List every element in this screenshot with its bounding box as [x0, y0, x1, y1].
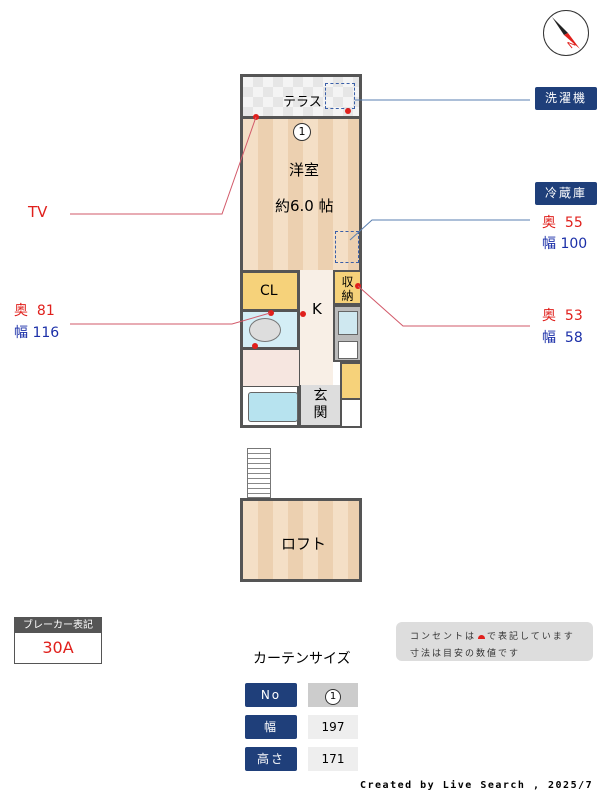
curtain-width-label: 幅 — [245, 715, 297, 739]
western-room-size: 約6.0 帖 — [275, 197, 334, 215]
storage-width: 幅 58 — [542, 330, 583, 346]
loft: ロフト — [240, 498, 362, 582]
closet-label: CL — [260, 283, 278, 299]
outlet-icon — [345, 108, 351, 114]
note-line1-a: コンセントは — [410, 632, 477, 642]
western-room: 1 洋室 約6.0 帖 — [240, 116, 362, 270]
tv-label: TV — [28, 203, 48, 221]
entrance: 玄関 — [300, 385, 340, 428]
fridge-space — [335, 231, 359, 263]
loft-label: ロフト — [281, 535, 327, 553]
washer-label: 洗濯機 — [535, 87, 597, 110]
compass-icon: N — [543, 10, 589, 56]
closet-depth: 奥 81 — [14, 303, 55, 319]
outlet-symbol-icon — [478, 635, 486, 639]
toilet — [240, 312, 300, 350]
closet: CL — [240, 270, 300, 312]
curtain-no-label: No — [245, 683, 297, 707]
footer-credit: Created by Live Search , 2025/7 — [360, 780, 594, 791]
breaker-title: ブレーカー表記 — [15, 618, 101, 633]
entrance-label: 玄関 — [313, 388, 328, 421]
fridge-width: 幅 100 — [542, 236, 588, 252]
western-room-label: 洋室 — [289, 161, 320, 179]
outlet-icon — [300, 311, 306, 317]
storage-label: 収納 — [341, 275, 354, 303]
shoe-box — [340, 362, 362, 400]
curtain-no-value: 1 — [308, 683, 358, 707]
curtain-height-value: 171 — [308, 747, 358, 771]
note-box: コンセントはで表記しています 寸法は目安の数値です — [396, 622, 593, 661]
closet-width: 幅 116 — [14, 325, 60, 341]
kitchen-sink-stove — [333, 305, 362, 362]
bathroom — [240, 386, 300, 428]
breaker-value: 30A — [42, 638, 74, 657]
ladder — [247, 448, 271, 498]
note-line1-b: で表記しています — [487, 632, 575, 642]
storage: 収納 — [333, 270, 362, 305]
fridge-depth: 奥 55 — [542, 215, 583, 231]
curtain-height-label: 高さ — [245, 747, 297, 771]
kitchen-label: K — [312, 300, 322, 318]
washroom — [240, 350, 300, 386]
washer-space — [325, 83, 355, 109]
curtain-width-value: 197 — [308, 715, 358, 739]
terrace: テラス — [240, 74, 362, 116]
outer-right — [340, 400, 362, 428]
window-number: 1 — [293, 123, 311, 141]
kitchen-area: K — [300, 270, 333, 385]
fridge-label: 冷蔵庫 — [535, 182, 597, 205]
curtain-title: カーテンサイズ — [253, 651, 351, 667]
breaker-box: ブレーカー表記 30A — [14, 617, 102, 664]
note-line2: 寸法は目安の数値です — [410, 649, 521, 659]
outlet-icon — [252, 343, 258, 349]
storage-depth: 奥 53 — [542, 308, 583, 324]
outlet-icon — [268, 310, 274, 316]
terrace-label: テラス — [283, 95, 322, 110]
